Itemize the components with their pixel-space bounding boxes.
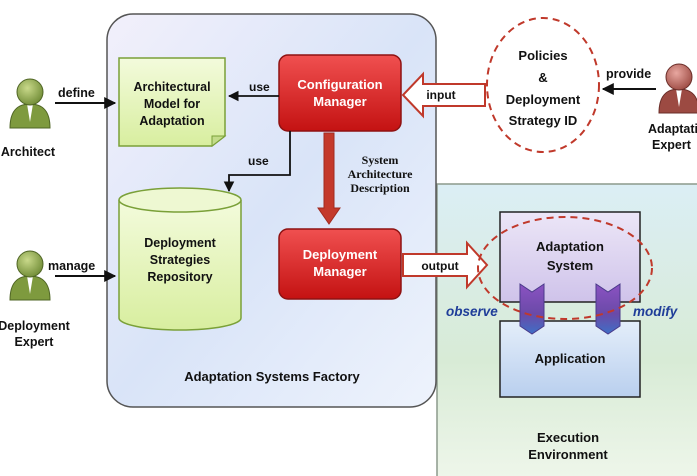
system-architecture-arrow: System Architecture Description xyxy=(317,132,414,225)
provide-label: provide xyxy=(606,67,651,81)
adaptation-system-line2: System xyxy=(547,258,593,273)
repository-line1: Deployment xyxy=(144,236,216,250)
system-architecture-line2: Architecture xyxy=(348,167,414,181)
person-icon xyxy=(658,63,697,114)
architectural-model-line2: Model for xyxy=(144,97,200,111)
person-icon xyxy=(9,250,51,301)
output-arrow: output xyxy=(402,240,489,290)
deployment-strategies-repository: Deployment Strategies Repository xyxy=(118,187,242,331)
system-architecture-line1: System xyxy=(362,153,399,167)
application-label: Application xyxy=(535,351,606,366)
policies-ellipse: Policies & Deployment Strategy ID xyxy=(486,17,600,153)
execution-environment-title-line2: Environment xyxy=(528,447,608,462)
manage-label: manage xyxy=(48,259,95,273)
deployment-expert-name-line1: Deployment xyxy=(0,319,71,333)
deployment-manager-line2: Manager xyxy=(313,264,366,279)
application-box: Application xyxy=(499,320,641,398)
policies-line1: Policies xyxy=(518,48,567,63)
architectural-model-line1: Architectural xyxy=(133,80,210,94)
adaptation-expert-name-line2: Expert xyxy=(652,138,692,152)
architectural-model-box: Architectural Model for Adaptation xyxy=(118,57,227,148)
use-label-1: use xyxy=(249,80,270,94)
deployment-manager-line1: Deployment xyxy=(303,247,378,262)
use-arrow-repository: use xyxy=(223,131,291,193)
observe-chevron-icon xyxy=(519,283,545,335)
configuration-manager-line2: Manager xyxy=(313,94,366,109)
system-architecture-line3: Description xyxy=(350,181,410,195)
deployment-manager-box: Deployment Manager xyxy=(278,228,402,300)
observe-label: observe xyxy=(446,304,498,319)
execution-environment-title-line1: Execution xyxy=(537,430,599,445)
repository-line3: Repository xyxy=(147,270,212,284)
architect-name: Architect xyxy=(1,145,56,159)
policies-line2: & xyxy=(538,70,547,85)
repository-line2: Strategies xyxy=(150,253,210,267)
factory-title: Adaptation Systems Factory xyxy=(184,369,360,384)
adaptation-focus-ellipse xyxy=(477,216,653,320)
deployment-expert-name-line2: Expert xyxy=(15,335,55,349)
modify-label: modify xyxy=(633,304,679,319)
configuration-manager-line1: Configuration xyxy=(297,77,382,92)
configuration-manager-box: Configuration Manager xyxy=(278,54,402,132)
output-label: output xyxy=(421,259,458,273)
input-arrow: input xyxy=(401,71,486,119)
architect-actor: Architect define xyxy=(1,78,117,159)
define-label: define xyxy=(58,86,95,100)
adaptation-expert-actor: Adaptation Expert provide xyxy=(601,63,697,152)
deployment-expert-actor: Deployment Expert manage xyxy=(0,250,117,349)
architectural-model-line3: Adaptation xyxy=(139,114,204,128)
modify-chevron-icon xyxy=(595,283,621,335)
use-label-2: use xyxy=(248,154,269,168)
input-label: input xyxy=(426,88,455,102)
use-arrow-model: use xyxy=(227,80,279,102)
policies-line3: Deployment xyxy=(506,92,581,107)
policies-line4: Strategy ID xyxy=(509,113,578,128)
adaptation-expert-name-line1: Adaptation xyxy=(648,122,697,136)
person-icon xyxy=(9,78,51,129)
adaptation-system-line1: Adaptation xyxy=(536,239,604,254)
